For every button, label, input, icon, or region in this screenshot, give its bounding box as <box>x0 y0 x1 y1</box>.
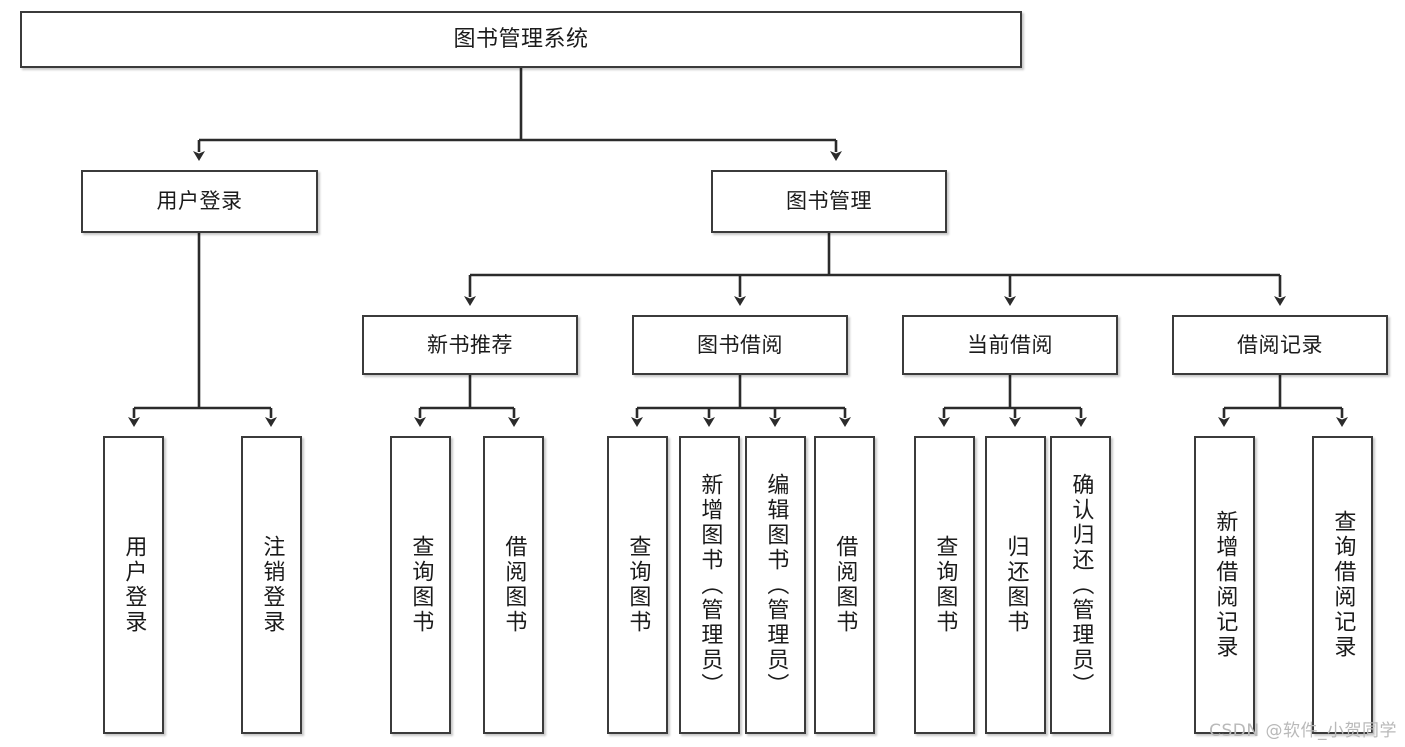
node-root-label: 图书管理系统 <box>453 26 589 52</box>
node-leaf-logout[interactable]: 注销登录 <box>241 436 302 734</box>
node-leaf-add-book[interactable]: 新增图书（管理员） <box>679 436 740 734</box>
node-root[interactable]: 图书管理系统 <box>20 11 1022 68</box>
node-leaf-query-book-1-label: 查询图书 <box>408 535 434 635</box>
node-leaf-edit-book[interactable]: 编辑图书（管理员） <box>745 436 806 734</box>
node-leaf-borrow-book-2[interactable]: 借阅图书 <box>814 436 875 734</box>
node-leaf-add-book-label: 新增图书（管理员） <box>697 472 723 698</box>
node-leaf-user-login-label: 用户登录 <box>121 535 147 635</box>
node-borrow-record-label: 借阅记录 <box>1237 332 1323 357</box>
node-leaf-borrow-book-2-label: 借阅图书 <box>832 535 858 635</box>
node-book-manage-label: 图书管理 <box>786 189 872 214</box>
node-book-borrow[interactable]: 图书借阅 <box>632 315 848 375</box>
node-leaf-query-book-1[interactable]: 查询图书 <box>390 436 451 734</box>
node-leaf-borrow-book-1-label: 借阅图书 <box>501 535 527 635</box>
node-user-login-label: 用户登录 <box>156 189 243 214</box>
node-book-borrow-label: 图书借阅 <box>697 332 783 357</box>
node-leaf-add-record-label: 新增借阅记录 <box>1212 510 1238 660</box>
node-leaf-query-book-3-label: 查询图书 <box>932 535 958 635</box>
node-leaf-query-record-label: 查询借阅记录 <box>1330 510 1356 660</box>
node-leaf-return-book[interactable]: 归还图书 <box>985 436 1046 734</box>
node-book-manage[interactable]: 图书管理 <box>711 170 947 233</box>
node-borrow-record[interactable]: 借阅记录 <box>1172 315 1388 375</box>
node-leaf-confirm-return-label: 确认归还（管理员） <box>1068 472 1094 698</box>
node-leaf-edit-book-label: 编辑图书（管理员） <box>763 472 789 698</box>
watermark-text: CSDN @软件_小贺同学 <box>1209 721 1397 741</box>
node-leaf-query-book-2[interactable]: 查询图书 <box>607 436 668 734</box>
node-leaf-borrow-book-1[interactable]: 借阅图书 <box>483 436 544 734</box>
node-user-login[interactable]: 用户登录 <box>81 170 318 233</box>
node-current-borrow-label: 当前借阅 <box>967 332 1053 357</box>
node-leaf-query-book-2-label: 查询图书 <box>625 535 651 635</box>
node-leaf-user-login[interactable]: 用户登录 <box>103 436 164 734</box>
node-current-borrow[interactable]: 当前借阅 <box>902 315 1118 375</box>
node-leaf-logout-label: 注销登录 <box>259 535 285 635</box>
node-new-book-rec-label: 新书推荐 <box>427 332 513 357</box>
node-leaf-confirm-return[interactable]: 确认归还（管理员） <box>1050 436 1111 734</box>
node-leaf-query-record[interactable]: 查询借阅记录 <box>1312 436 1373 734</box>
node-leaf-return-book-label: 归还图书 <box>1003 535 1029 635</box>
node-new-book-rec[interactable]: 新书推荐 <box>362 315 578 375</box>
node-leaf-query-book-3[interactable]: 查询图书 <box>914 436 975 734</box>
node-leaf-add-record[interactable]: 新增借阅记录 <box>1194 436 1255 734</box>
